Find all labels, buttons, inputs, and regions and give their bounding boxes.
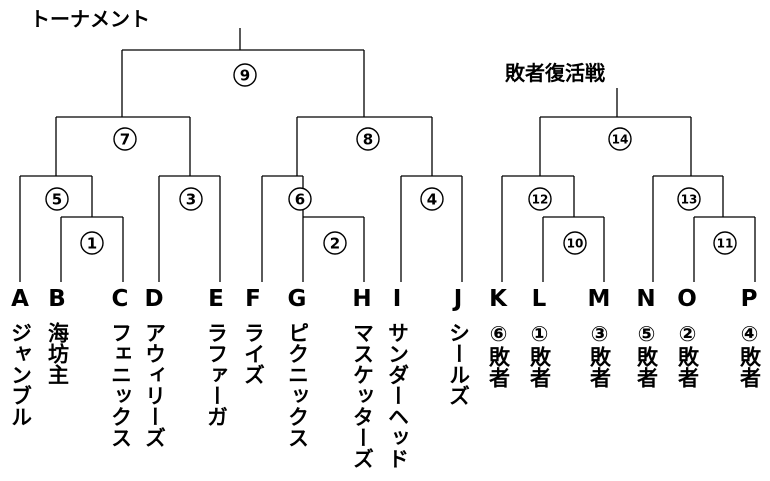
team-name-f: ライズ <box>241 322 266 385</box>
match-label: 1 <box>87 235 97 253</box>
match-3-marker: 3 <box>179 187 203 211</box>
team-letter-i: I <box>392 286 402 312</box>
team-letter-f: F <box>245 286 261 312</box>
match-circle <box>608 127 632 151</box>
team-letter-n: N <box>636 286 656 312</box>
team-letter-a: A <box>11 286 29 312</box>
match-label: 11 <box>717 237 734 251</box>
match-14-marker: 14 <box>608 127 632 151</box>
match-label: 7 <box>120 131 130 149</box>
match-label: 5 <box>52 191 62 209</box>
match-circle <box>356 127 380 151</box>
team-name-a: ジャンブル <box>8 322 33 427</box>
team-name-l: ①敗者 <box>527 322 552 388</box>
consolation-title: 敗者復活戦 <box>505 61 605 85</box>
match-circle <box>420 187 444 211</box>
match-label: 12 <box>532 193 549 207</box>
team-letter-c: C <box>111 286 129 312</box>
team-name-c: フェニックス <box>108 322 133 448</box>
team-letter-p: P <box>740 286 758 312</box>
team-letter-o: O <box>677 286 697 312</box>
team-letter-d: D <box>144 286 164 312</box>
match-10-marker: 10 <box>563 231 587 255</box>
match-7-marker: 7 <box>113 127 137 151</box>
match-circle <box>288 187 312 211</box>
match-label: 2 <box>330 235 340 253</box>
team-name-m: ③敗者 <box>587 322 612 388</box>
match-label: 13 <box>681 193 698 207</box>
match-circle <box>713 231 737 255</box>
match-label: 14 <box>612 133 629 147</box>
match-circle <box>45 187 69 211</box>
match-circle <box>528 187 552 211</box>
match-circle <box>677 187 701 211</box>
match-label: 9 <box>240 67 250 85</box>
match-5-marker: 5 <box>45 187 69 211</box>
team-letter-g: G <box>287 286 307 312</box>
team-letter-b: B <box>48 286 66 312</box>
match-label: 3 <box>186 191 196 209</box>
team-name-b: 海坊主 <box>45 322 70 385</box>
match-2-marker: 2 <box>323 231 347 255</box>
team-letter-k: K <box>489 286 507 312</box>
team-letter-l: L <box>531 286 547 312</box>
match-circle <box>323 231 347 255</box>
match-label: 6 <box>295 191 305 209</box>
team-letter-m: M <box>587 286 611 312</box>
team-letter-e: E <box>208 286 224 312</box>
match-label: 10 <box>567 237 584 251</box>
match-circle <box>563 231 587 255</box>
match-6-marker: 6 <box>288 187 312 211</box>
team-name-h: マスケッターズ <box>350 322 375 469</box>
match-circle <box>113 127 137 151</box>
team-name-p: ④敗者 <box>737 322 762 388</box>
match-circle <box>179 187 203 211</box>
team-name-n: ⑤敗者 <box>634 322 659 388</box>
team-name-i: サンダーヘッド <box>385 322 410 469</box>
team-name-e: ラファーガ <box>204 322 229 427</box>
match-8-marker: 8 <box>356 127 380 151</box>
match-1-marker: 1 <box>80 231 104 255</box>
team-letter-j: J <box>453 286 463 312</box>
match-circle <box>233 63 257 87</box>
match-9-marker: 9 <box>233 63 257 87</box>
team-name-d: アウィリーズ <box>142 322 167 448</box>
match-circle <box>80 231 104 255</box>
team-letter-h: H <box>352 286 372 312</box>
match-4-marker: 4 <box>420 187 444 211</box>
match-label: 8 <box>363 131 373 149</box>
match-13-marker: 13 <box>677 187 701 211</box>
team-name-k: ⑥敗者 <box>486 322 511 388</box>
team-name-o: ②敗者 <box>675 322 700 388</box>
team-name-j: シールズ <box>446 322 471 406</box>
tournament-title: トーナメント <box>30 7 150 31</box>
match-12-marker: 12 <box>528 187 552 211</box>
match-11-marker: 11 <box>713 231 737 255</box>
team-name-g: ピクニックス <box>285 322 310 448</box>
match-label: 4 <box>427 191 437 209</box>
